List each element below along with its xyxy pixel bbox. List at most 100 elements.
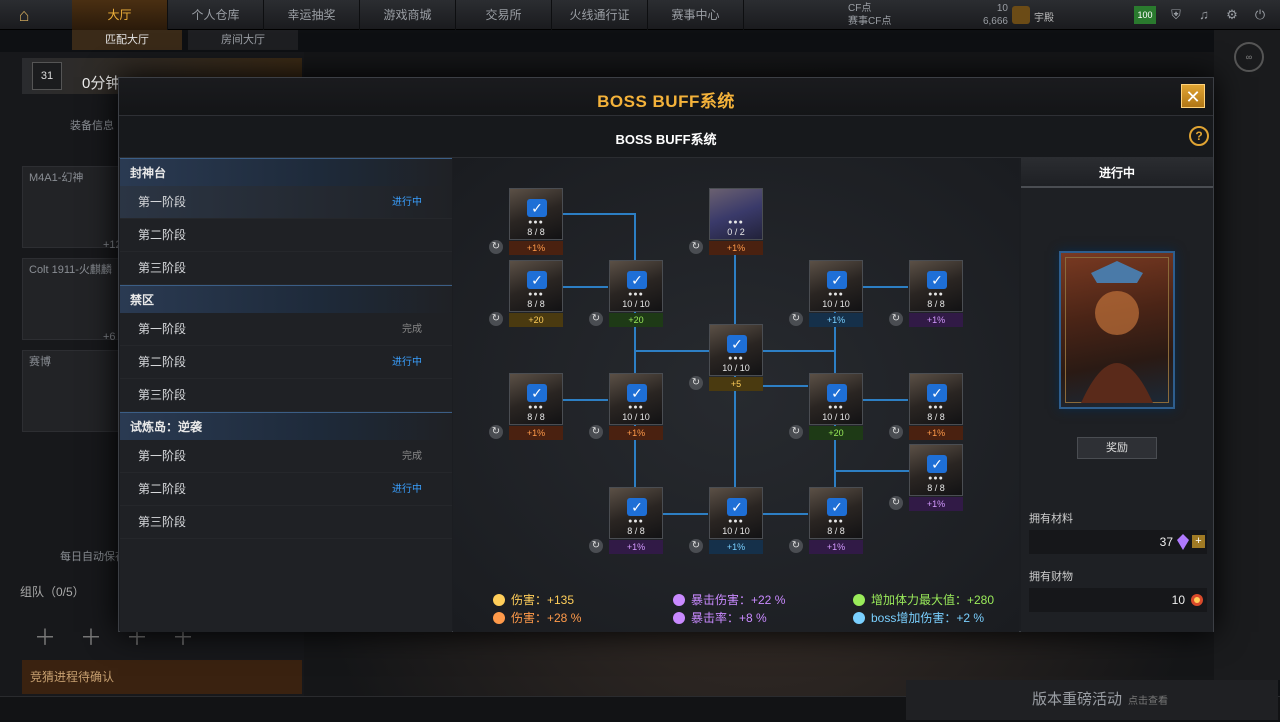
tab-room-lobby[interactable]: 房间大厅 [188,30,298,50]
weapon-name: Colt 1911-火麒麟 [29,264,112,276]
shield-icon[interactable]: ⛨ [1171,7,1181,22]
buff-node[interactable]: ✓●●●10 / 10+5↻ [689,324,763,391]
boss-card-image [1059,251,1175,409]
star-dots: ●●● [928,291,944,298]
refresh-icon[interactable]: ↻ [589,425,603,439]
refresh-icon[interactable]: ↻ [689,539,703,553]
squad-title: 组队（0/5） [20,585,85,599]
stage-row[interactable]: 第二阶段进行中 [120,346,452,379]
check-icon: ✓ [627,384,647,402]
add-member-icon[interactable]: ＋ [34,625,57,650]
refresh-icon[interactable]: ↻ [489,312,503,326]
refresh-icon[interactable]: ↻ [789,539,803,553]
refresh-icon[interactable]: ↻ [789,425,803,439]
summary-text: 伤害：+28 % [511,611,582,625]
weapon-name: M4A1-幻神 [29,172,84,184]
refresh-icon[interactable]: ↻ [689,240,703,254]
stage-row[interactable]: 第二阶段 [120,219,452,252]
event-button[interactable]: 版本重磅活动点击查看 [906,680,1278,720]
buff-node[interactable]: ✓●●●8 / 8+1%↻ [889,444,963,511]
check-icon: ✓ [627,271,647,289]
buff-node-image: ✓●●●8 / 8 [909,260,963,312]
stage-row[interactable]: 第一阶段完成 [120,313,452,346]
node-progress: 10 / 10 [622,412,650,422]
buff-node[interactable]: ✓●●●8 / 8+1%↻ [589,487,663,554]
stat-icon [853,612,865,624]
cf-value: 10 [996,3,1008,14]
tab-lucky-draw[interactable]: 幸运抽奖 [264,0,360,30]
wealth-label: 拥有财物 [1029,571,1073,583]
buff-node-image: ✓●●●8 / 8 [609,487,663,539]
close-button[interactable]: ✕ [1181,84,1205,108]
node-bonus: +1% [909,497,963,511]
refresh-icon[interactable]: ↻ [589,539,603,553]
buff-node[interactable]: ✓●●●10 / 10+1%↻ [689,487,763,554]
confirm-bar[interactable]: 竞猜进程待确认 [22,660,302,694]
buff-node[interactable]: ✓●●●8 / 8+1%↻ [789,487,863,554]
stage-row[interactable]: 第三阶段 [120,506,452,539]
buff-node[interactable]: ✓●●●8 / 8+1%↻ [889,260,963,327]
tab-warehouse[interactable]: 个人仓库 [168,0,264,30]
buff-node[interactable]: ✓●●●8 / 8+1%↻ [489,188,563,255]
stage-status: 完成 [402,451,422,462]
power-icon[interactable]: ⏻ [1254,7,1266,22]
stage-row[interactable]: 第二阶段进行中 [120,473,452,506]
tab-exchange[interactable]: 交易所 [456,0,552,30]
node-progress: 10 / 10 [722,526,750,536]
add-materials-button[interactable]: + [1192,535,1205,548]
add-member-icon[interactable]: ＋ [80,625,103,650]
stage-row[interactable]: 第一阶段进行中 [120,186,452,219]
star-dots: ●●● [728,518,744,525]
stage-row[interactable]: 第三阶段 [120,379,452,412]
tab-lobby[interactable]: 大厅 [72,0,168,30]
refresh-icon[interactable]: ↻ [489,240,503,254]
stage-row[interactable]: 第一阶段完成 [120,440,452,473]
buff-node[interactable]: ✓●●●8 / 8+1%↻ [889,373,963,440]
node-progress: 8 / 8 [927,483,945,493]
node-bonus: +20 [609,313,663,327]
home-icon[interactable]: ⌂ [18,5,30,25]
buff-node[interactable]: ✓●●●8 / 8+1%↻ [489,373,563,440]
user-name[interactable]: 宇殿 [1034,13,1054,24]
tab-battle-pass[interactable]: 火线通行证 [552,0,648,30]
buff-node[interactable]: ✓●●●10 / 10+20↻ [789,373,863,440]
refresh-icon[interactable]: ↻ [889,425,903,439]
check-icon: ✓ [527,199,547,217]
buff-node[interactable]: ✓●●●10 / 10+20↻ [589,260,663,327]
buff-node[interactable]: ✓●●●10 / 10+1%↻ [589,373,663,440]
node-progress: 8 / 8 [927,412,945,422]
weapon-name: 赛博 [29,356,51,368]
timer-icon[interactable]: ∞ [1234,42,1264,72]
stage-row[interactable]: 第三阶段 [120,252,452,285]
stage-label: 第三阶段 [138,261,187,275]
tab-events[interactable]: 赛事中心 [648,0,744,30]
tab-shop[interactable]: 游戏商城 [360,0,456,30]
refresh-icon[interactable]: ↻ [489,425,503,439]
gear-icon[interactable]: ⚙ [1226,7,1238,22]
check-icon: ✓ [827,384,847,402]
music-icon[interactable]: ♫ [1199,7,1209,22]
refresh-icon[interactable]: ↻ [589,312,603,326]
reward-button[interactable]: 奖励 [1077,437,1157,459]
stage-category: 封神台 [120,158,452,186]
node-progress: 8 / 8 [527,227,545,237]
star-dots: ●●● [828,404,844,411]
refresh-icon[interactable]: ↻ [689,376,703,390]
wealth-box: 10 [1029,588,1207,612]
user-rank-icon [1012,6,1030,24]
check-icon: ✓ [927,384,947,402]
refresh-icon[interactable]: ↻ [889,312,903,326]
node-progress: 8 / 8 [627,526,645,536]
buff-node[interactable]: ✓●●●8 / 8+20↻ [489,260,563,327]
summary-text: 伤害：+135 [511,593,575,607]
buff-node-image: ✓●●●10 / 10 [809,260,863,312]
check-icon: ✓ [727,335,747,353]
buff-node[interactable]: ✓●●●10 / 10+1%↻ [789,260,863,327]
refresh-icon[interactable]: ↻ [889,496,903,510]
buff-node[interactable]: ●●●0 / 2+1%↻ [689,188,763,255]
refresh-icon[interactable]: ↻ [789,312,803,326]
tab-match-lobby[interactable]: 匹配大厅 [72,30,182,50]
stage-label: 第一阶段 [138,322,187,336]
help-button[interactable]: ? [1189,126,1209,146]
